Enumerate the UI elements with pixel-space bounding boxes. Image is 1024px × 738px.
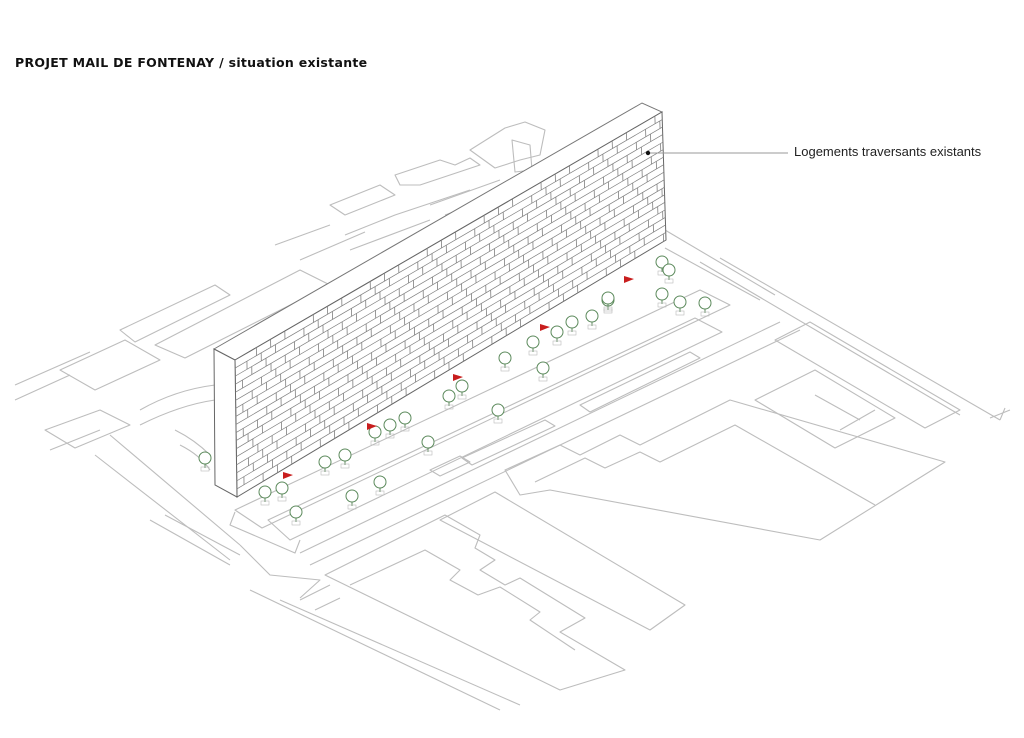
facade-floor-line [235,179,665,433]
facade-floor-line [235,156,664,409]
tree [673,295,687,316]
site-context-lines [14,121,1011,711]
tree [498,351,512,372]
tree [455,379,469,400]
tree [398,411,412,432]
tree [601,291,615,312]
slab-building [212,102,667,498]
tree [585,309,599,330]
tree [421,435,435,456]
facade-floor-line [236,194,665,449]
tree [662,263,676,284]
facade-floor-line [235,171,665,425]
tree [373,475,387,496]
facade-floor-line [235,164,664,417]
tree [258,485,272,506]
tree [698,296,712,317]
tree [550,325,564,346]
red-flag-marker [624,276,634,283]
tree [442,389,456,410]
annotation-label: Logements traversants existants [794,144,982,159]
tree [655,287,669,308]
tree [536,361,550,382]
red-flag-marker [453,374,463,381]
facade-grid [234,116,666,490]
facade-floor-line [236,224,666,482]
tree [491,403,505,424]
tree [289,505,303,526]
annotation-dot [645,150,651,156]
facade-floor-line [235,149,664,401]
tree [275,481,289,502]
tree [345,489,359,510]
tree [198,451,212,472]
tree [565,315,579,336]
flags-layer [283,276,634,479]
facade-floor-line [236,202,666,458]
facade-floor-line [236,217,666,474]
red-flag-marker [283,472,293,479]
tree [526,335,540,356]
facade-floor-line [235,134,663,385]
facade-floor-line [236,232,666,490]
facade-floor-line [235,126,663,377]
facade-floor-line [235,141,664,393]
facade-floor-line [234,119,663,369]
facade-floor-line [235,186,665,441]
red-flag-marker [540,324,550,331]
tree [655,255,669,276]
facade-floor-line [236,209,666,466]
trees-layer [198,255,712,526]
red-flag-marker [367,423,377,430]
tree [383,418,397,439]
annotation-leader [645,150,788,156]
tree [368,425,382,446]
drawing-title: PROJET MAIL DE FONTENAY / situation exis… [15,55,368,70]
tree [338,448,352,469]
tree [318,455,332,476]
